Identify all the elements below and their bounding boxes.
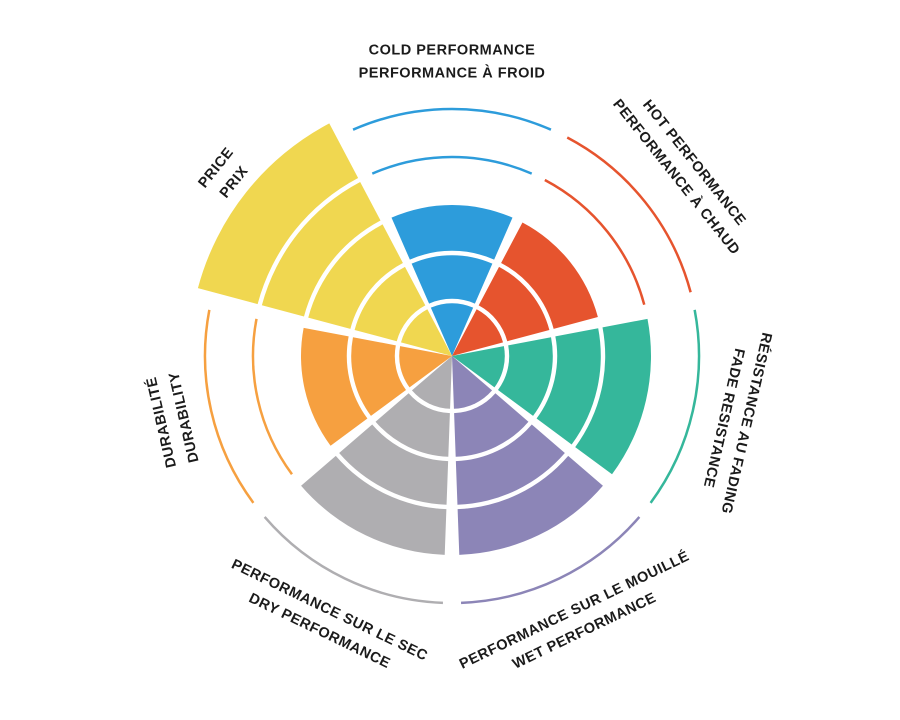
band-dry-performance-level-2 xyxy=(375,393,450,457)
band-fade-resistance-level-2 xyxy=(498,337,553,416)
band-cold-performance-level-2 xyxy=(411,255,493,304)
band-price-level-4 xyxy=(261,181,381,317)
band-hot-performance-level-3 xyxy=(501,222,598,329)
band-durability-level-1 xyxy=(399,346,452,388)
arc-wet-performance-level-5 xyxy=(461,516,641,605)
arc-hot-performance-level-4 xyxy=(544,178,646,305)
band-price-level-2 xyxy=(354,266,426,342)
label-hot-performance-line-2: PERFORMANCE À CHAUD xyxy=(609,96,743,258)
band-fade-resistance-level-1 xyxy=(452,346,505,388)
label-cold-performance: COLD PERFORMANCE PERFORMANCE À FROID xyxy=(359,43,546,82)
label-wet-performance-line-1: PERFORMANCE SUR LE MOUILLÉ xyxy=(457,548,692,673)
arc-hot-performance-level-5 xyxy=(566,136,692,293)
band-wet-performance-level-1 xyxy=(452,356,493,409)
arc-durability-level-4 xyxy=(251,318,293,476)
band-wet-performance-level-4 xyxy=(457,455,603,555)
band-durability-level-2 xyxy=(351,337,406,416)
band-cold-performance-level-3 xyxy=(391,204,513,260)
band-price-level-1 xyxy=(400,309,452,356)
sector-cold-performance: COLD PERFORMANCE PERFORMANCE À FROID xyxy=(352,43,552,356)
arc-fade-resistance-level-5 xyxy=(649,309,701,504)
arc-dry-performance-level-5 xyxy=(263,516,443,605)
arc-durability-level-5 xyxy=(203,309,255,504)
arc-cold-performance-level-4 xyxy=(371,155,533,175)
label-cold-performance-line-1: COLD PERFORMANCE xyxy=(369,43,536,59)
band-fade-resistance-level-4 xyxy=(575,318,651,475)
band-hot-performance-level-2 xyxy=(478,266,550,342)
label-cold-performance-line-2: PERFORMANCE À FROID xyxy=(359,65,546,82)
band-wet-performance-level-2 xyxy=(454,393,529,457)
band-durability-level-3 xyxy=(300,327,368,446)
band-dry-performance-level-1 xyxy=(411,356,452,409)
arc-cold-performance-level-5 xyxy=(352,107,552,131)
band-price-level-5 xyxy=(197,123,359,305)
band-dry-performance-level-3 xyxy=(339,424,449,505)
band-cold-performance-level-1 xyxy=(430,303,474,356)
band-fade-resistance-level-3 xyxy=(536,328,601,445)
band-dry-performance-level-4 xyxy=(301,455,447,555)
band-price-level-3 xyxy=(308,224,403,329)
band-hot-performance-level-1 xyxy=(452,309,504,356)
band-wet-performance-level-3 xyxy=(455,424,565,505)
